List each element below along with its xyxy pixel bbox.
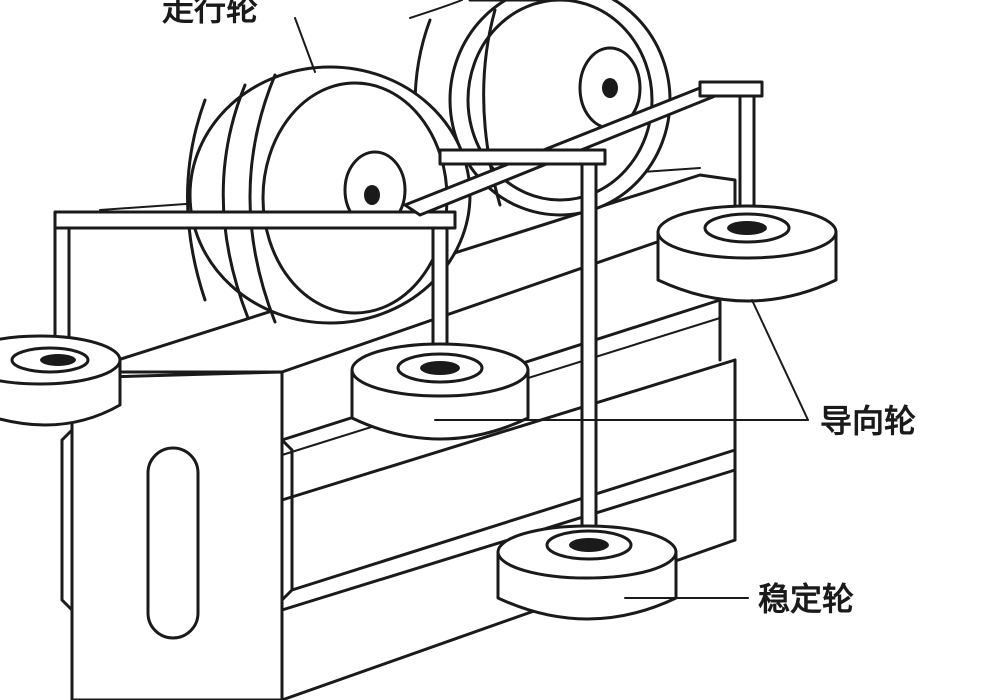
beam-slot xyxy=(146,446,200,640)
guide-wheel-left xyxy=(0,334,122,427)
beam-end-face xyxy=(70,370,284,700)
guide-wheel-label: 导向轮 xyxy=(820,402,916,440)
guide-wheel-right xyxy=(656,204,838,303)
stabilizing-wheel xyxy=(496,524,678,621)
running-wheel-label: 走行轮 xyxy=(162,0,258,28)
running-wheel-front xyxy=(186,65,472,325)
stabilizing-wheel-label: 稳定轮 xyxy=(758,580,854,618)
guide-wheel-middle xyxy=(350,342,530,441)
leader-lines xyxy=(294,0,809,599)
